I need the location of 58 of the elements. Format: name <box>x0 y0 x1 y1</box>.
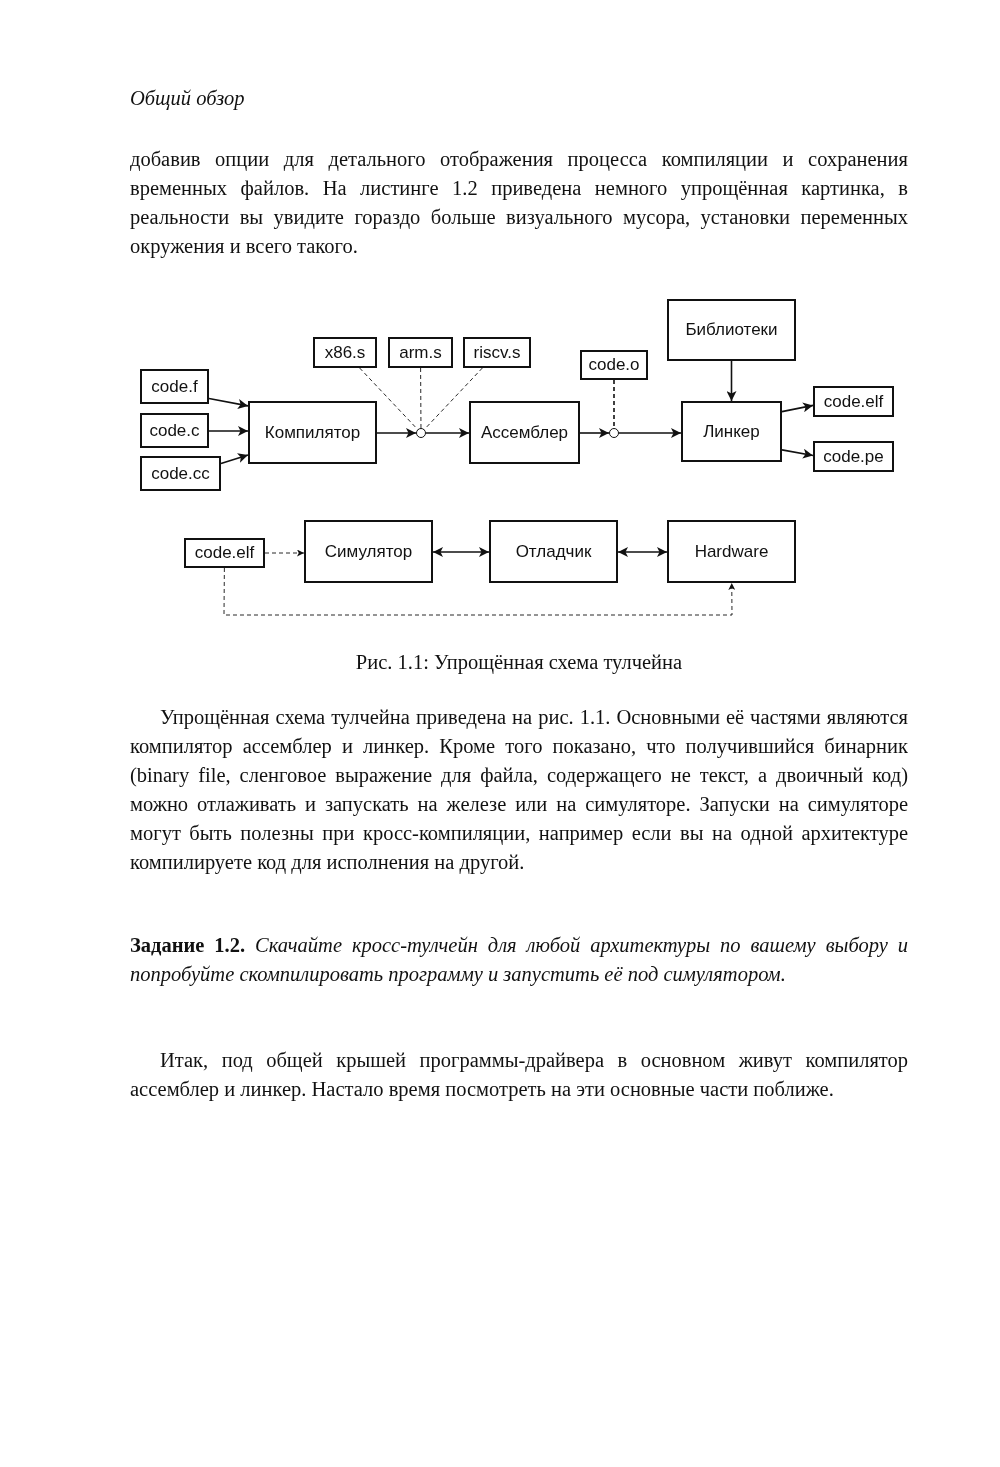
arrow <box>617 547 668 557</box>
arrow <box>376 428 417 438</box>
arrow <box>220 453 249 465</box>
paragraph: Итак, под общей крышей программы-драйвера в основном живут компилятор ассемблер и линкер. Настало время посмотреть на эти основные части поближе. <box>130 1048 908 1103</box>
dashed-line <box>424 367 483 430</box>
running-header: Общий обзор <box>130 86 246 112</box>
arrow <box>781 448 814 459</box>
junction-circle <box>416 428 426 438</box>
node-label: code.f <box>151 376 198 397</box>
node-label: code.o <box>588 355 640 375</box>
process-box <box>580 350 648 380</box>
process-box <box>140 413 209 448</box>
process-box <box>140 369 209 404</box>
node-label: Ассемблер <box>480 422 569 443</box>
process-box <box>248 401 377 464</box>
dashed-line <box>613 379 615 429</box>
junction-circle <box>609 428 619 438</box>
node-label: code.elf <box>194 543 255 563</box>
node-label: code.elf <box>823 391 884 412</box>
node-label: riscv.s <box>473 342 521 363</box>
node-label: Hardware <box>694 541 769 562</box>
exercise-text: Задание 1.2. Скачайте кросс-тулчейн для любой архитектуры по вашему выбору и попробуйте скомпилировать программу и запустить её под симулятором. <box>130 933 908 988</box>
process-box <box>469 401 580 464</box>
process-box <box>184 538 265 568</box>
arrow <box>726 360 737 402</box>
node-label: Симулятор <box>324 541 413 562</box>
node-label: Линкер <box>703 421 760 442</box>
dashed-line <box>420 367 422 429</box>
node-label: arm.s <box>399 342 442 363</box>
process-box <box>304 520 433 583</box>
paragraph: добавив опции для детального отображения процесса компиляции и сохранения временных файлов. На листинге 1.2 приведена немного упрощённая картинка, в реальности вы увидите гораздо больше визуального мусора, установки переменных окружения и всего такого. <box>130 147 908 260</box>
arrow <box>781 402 814 413</box>
figure-caption: Рис. 1.1: Упрощённая схема тулчейна <box>354 650 684 676</box>
arrow <box>425 428 470 438</box>
node-label: code.cc <box>151 463 210 484</box>
process-box <box>489 520 618 583</box>
process-box <box>388 337 453 368</box>
process-box <box>667 299 796 361</box>
dashed-line <box>359 367 418 430</box>
process-box <box>681 401 782 462</box>
process-box <box>667 520 796 583</box>
process-box <box>313 337 377 368</box>
arrow <box>432 547 490 557</box>
process-box <box>463 337 531 368</box>
node-label: x86.s <box>324 342 366 363</box>
node-label: code.pe <box>823 446 884 467</box>
process-box <box>813 441 894 472</box>
node-label: code.c <box>149 420 200 441</box>
node-label: Библиотеки <box>685 320 778 340</box>
arrow <box>208 426 249 436</box>
arrow <box>618 428 682 438</box>
process-box <box>140 456 221 491</box>
process-box <box>813 386 894 417</box>
node-label: Компилятор <box>264 422 361 443</box>
arrow <box>208 397 249 409</box>
arrow <box>579 428 610 438</box>
paragraph: Упрощённая схема тулчейна приведена на рис. 1.1. Основными её частями являются компилятор ассемблер и линкер. Кроме того показано, что получившийся бинарник (binary file, сленговое выражение для файла, содержащего не текст, а двоичный код) можно отлаживать и запускать на железе или на симуляторе. Запуски на симуляторе могут быть полезны при кросс-компиляции, например если вы на одной архитектуре компилируете код для исполнения на другой. <box>130 705 908 876</box>
node-label: Отладчик <box>515 541 592 562</box>
